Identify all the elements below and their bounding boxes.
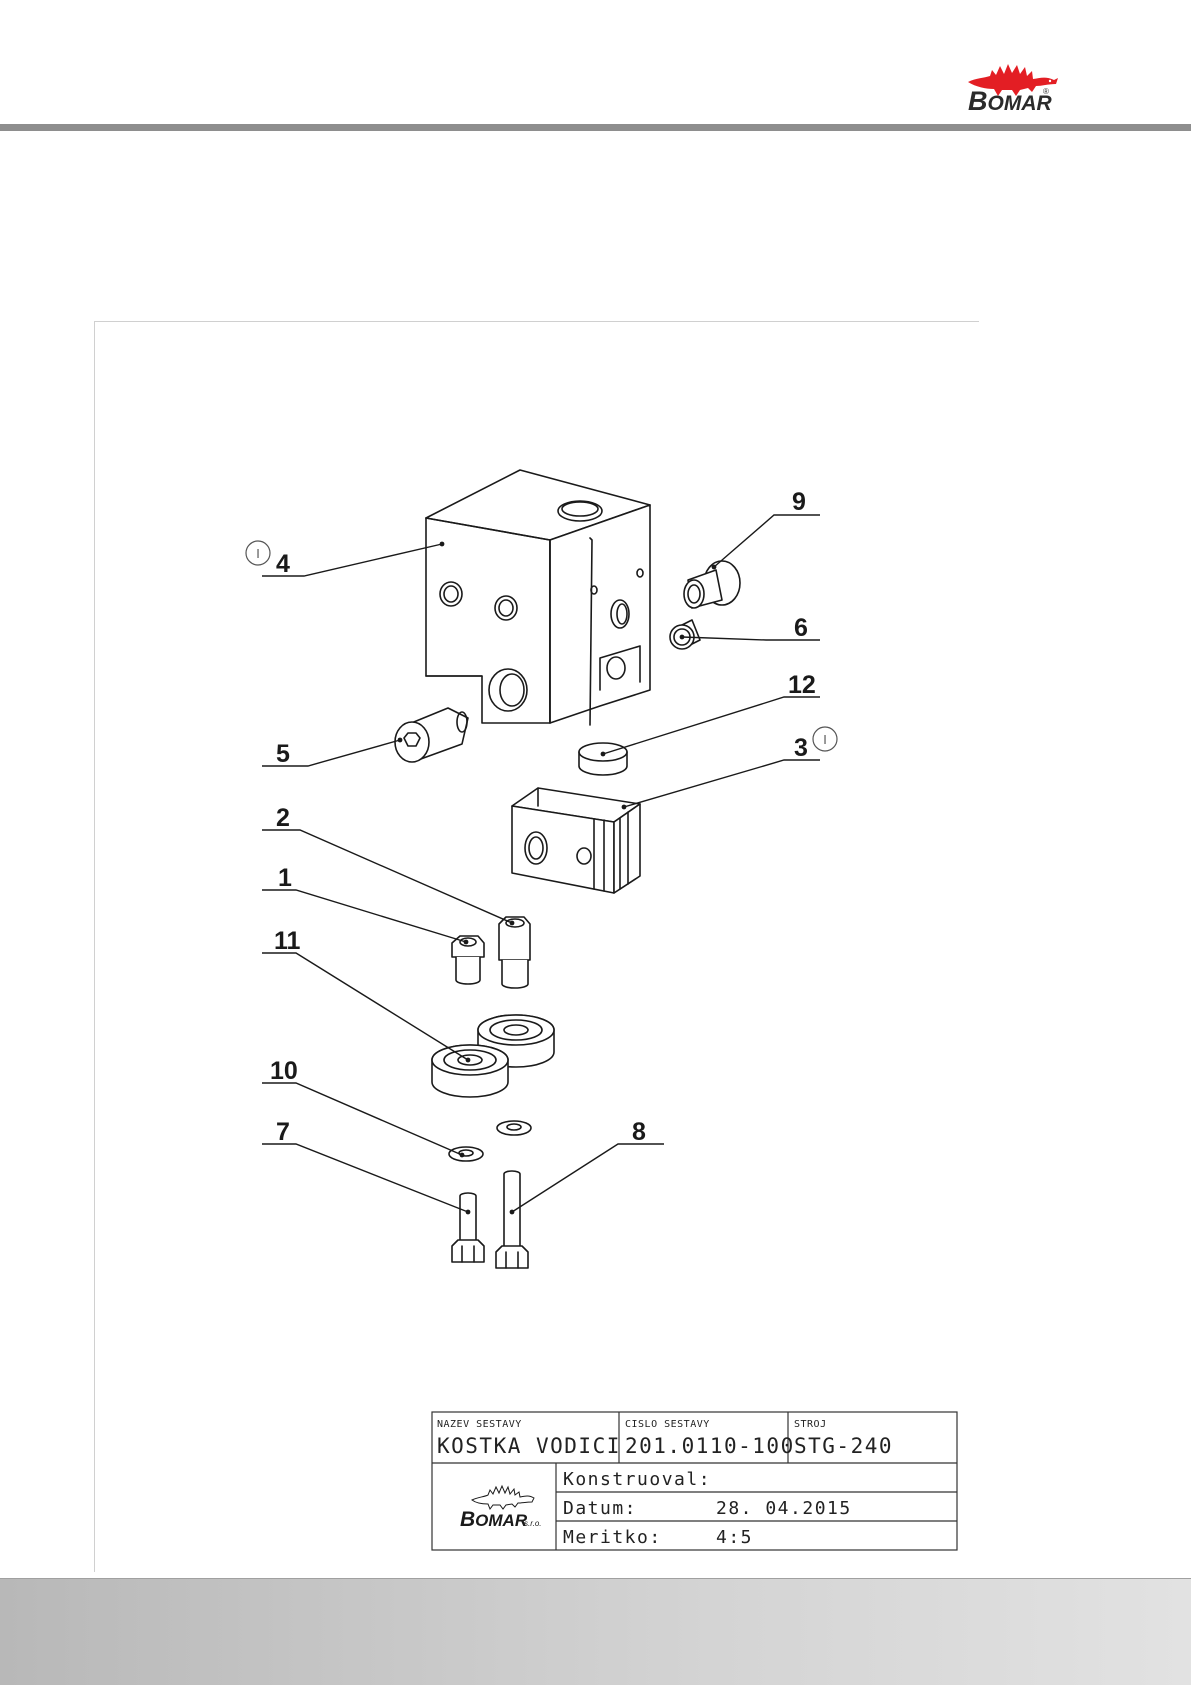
part-3-slotted-jaw: [512, 788, 640, 893]
svg-text:I: I: [823, 733, 827, 747]
revision-mark-3: I: [813, 727, 837, 751]
part-4-guide-block: [426, 470, 650, 725]
machine-label: STROJ: [794, 1419, 827, 1430]
designer-label: Konstruoval:: [563, 1469, 711, 1490]
title-block-wordmark: BOMAR: [460, 1508, 528, 1531]
callout-3: 3: [794, 734, 808, 762]
callout-4: 4: [276, 550, 290, 578]
footer-band: [0, 1578, 1191, 1685]
assembly-name-label: NAZEV SESTAVY: [437, 1419, 522, 1430]
callout-8: 8: [632, 1118, 646, 1146]
machine-value: STG-240: [794, 1434, 893, 1458]
part-7-short-bolt: [452, 1193, 484, 1262]
scale-label: Meritko:: [563, 1527, 662, 1548]
part-6-small-pin: [670, 620, 700, 649]
callout-7: 7: [276, 1118, 290, 1146]
part-5-socket-screw: [395, 708, 468, 762]
title-block-sro: s.r.o.: [524, 1519, 541, 1528]
date-value: 28. 04.2015: [716, 1498, 852, 1519]
part-11-bearings: [432, 1015, 554, 1097]
callout-10: 10: [270, 1057, 298, 1085]
callout-6: 6: [794, 614, 808, 642]
callout-11: 11: [274, 927, 301, 955]
callout-12: 12: [788, 671, 816, 699]
date-label: Datum:: [563, 1498, 637, 1519]
revision-mark-4: I: [246, 541, 270, 565]
callout-9: 9: [792, 488, 806, 516]
callout-2: 2: [276, 804, 290, 832]
scale-value: 4:5: [716, 1527, 753, 1548]
part-12-disc: [579, 743, 627, 775]
part-2-hex-bushing-tall: [499, 917, 530, 988]
part-8-long-bolt: [496, 1171, 528, 1268]
callout-1: 1: [278, 864, 292, 892]
svg-text:I: I: [256, 547, 260, 561]
callout-5: 5: [276, 740, 290, 768]
assembly-name: KOSTKA VODICI: [437, 1434, 621, 1458]
assembly-number: 201.0110-100: [625, 1434, 795, 1458]
assembly-number-label: CISLO SESTAVY: [625, 1419, 710, 1430]
title-block: NAZEV SESTAVY KOSTKA VODICI CISLO SESTAV…: [432, 1412, 957, 1550]
